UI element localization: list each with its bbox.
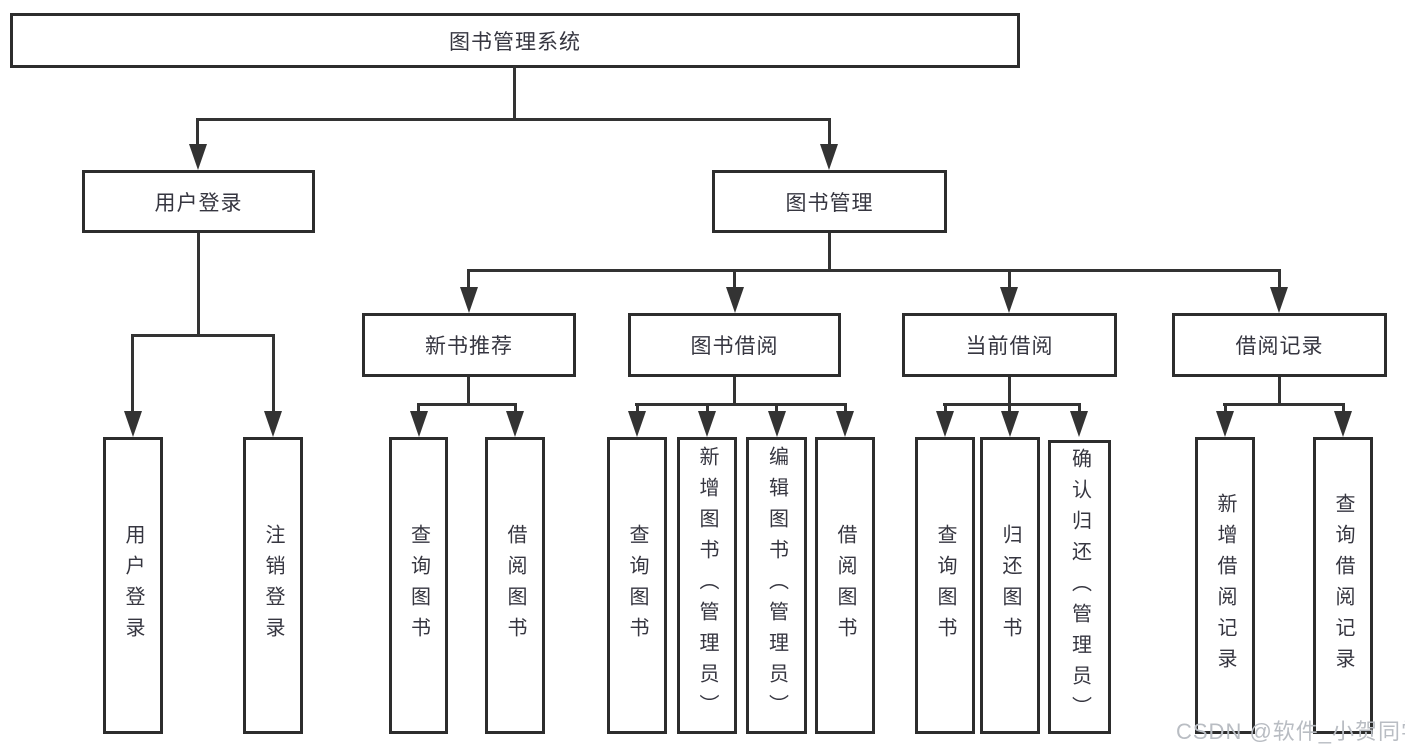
arrowhead-down-icon (124, 411, 142, 437)
arrowhead-down-icon (1000, 287, 1018, 313)
leaf-label: 查询借阅记录 (1332, 492, 1354, 679)
arrowhead-down-icon (698, 411, 716, 437)
leaf-borrow-books: 借阅图书 (815, 437, 875, 734)
arrowhead-down-icon (506, 411, 524, 437)
arrowhead-down-icon (1334, 411, 1352, 437)
leaf-label: 归还图书 (999, 523, 1021, 648)
leaf-label: 查询图书 (626, 523, 648, 648)
arrowhead-down-icon (1270, 287, 1288, 313)
connector-rail (635, 403, 847, 406)
leaf-label: 编辑图书（管理员） (765, 446, 788, 725)
leaf-add-borrow-record: 新增借阅记录 (1195, 437, 1255, 734)
connector-drop (636, 403, 639, 415)
connector-stem (1278, 377, 1281, 406)
leaf-confirm-return-admin: 确认归还（管理员） (1048, 440, 1111, 734)
arrowhead-down-icon (410, 411, 428, 437)
leaf-query-books: 查询图书 (915, 437, 975, 734)
connector-book-management-rail (467, 269, 1280, 272)
arrowhead-down-icon (768, 411, 786, 437)
node-user-login: 用户登录 (82, 170, 315, 233)
connector-rail (943, 403, 1081, 406)
connector-drop (1078, 403, 1081, 415)
leaf-add-books-admin: 新增图书（管理员） (677, 437, 737, 734)
arrowhead-down-icon (820, 144, 838, 170)
node-label: 用户登录 (154, 191, 243, 215)
leaf-label: 新增借阅记录 (1214, 492, 1236, 679)
node-book-borrowing: 图书借阅 (628, 313, 841, 377)
arrowhead-down-icon (460, 287, 478, 313)
connector-drop (775, 403, 778, 415)
arrowhead-down-icon (836, 411, 854, 437)
connector-user-login-stem (197, 233, 200, 337)
arrowhead-down-icon (264, 411, 282, 437)
node-label: 借阅记录 (1235, 335, 1324, 358)
leaf-query-books: 查询图书 (389, 437, 448, 734)
connector-drop (1278, 269, 1281, 291)
leaf-label: 用户登录 (122, 523, 144, 648)
connector-drop (417, 403, 420, 415)
node-label: 图书管理 (785, 191, 874, 215)
connector-stem (467, 377, 470, 406)
leaf-label: 查询图书 (934, 523, 956, 648)
node-label: 新书推荐 (425, 335, 513, 358)
connector-drop (514, 403, 517, 415)
connector-drop (733, 269, 736, 291)
node-new-book-recommendation: 新书推荐 (362, 313, 576, 377)
connector-drop (1342, 403, 1345, 415)
connector-stem (1008, 377, 1011, 406)
leaf-edit-books-admin: 编辑图书（管理员） (746, 437, 807, 734)
node-library-management-system: 图书管理系统 (10, 13, 1020, 68)
connector-drop (706, 403, 709, 415)
csdn-watermark: CSDN @软件_小贺同学 (1176, 719, 1405, 744)
arrowhead-down-icon (726, 287, 744, 313)
node-borrowing-records: 借阅记录 (1172, 313, 1387, 377)
connector-drop (1008, 269, 1011, 291)
arrowhead-down-icon (628, 411, 646, 437)
connector-user-login-drop (196, 118, 199, 148)
leaf-label: 注销登录 (262, 523, 284, 648)
connector-drop (944, 403, 947, 415)
arrowhead-down-icon (1070, 411, 1088, 437)
leaf-label: 借阅图书 (504, 523, 526, 648)
node-book-management: 图书管理 (712, 170, 947, 233)
leaf-label: 查询图书 (407, 523, 430, 648)
connector-drop (131, 334, 134, 414)
node-label: 图书借阅 (690, 335, 779, 358)
node-current-borrowing: 当前借阅 (902, 313, 1117, 377)
connector-root-rail (196, 118, 831, 121)
connector-rail (417, 403, 517, 406)
leaf-label: 新增图书（管理员） (696, 446, 718, 725)
connector-book-management-stem (828, 233, 831, 272)
leaf-query-books: 查询图书 (607, 437, 667, 734)
leaf-borrow-books: 借阅图书 (485, 437, 545, 734)
leaf-logout: 注销登录 (243, 437, 303, 734)
connector-user-login-rail (131, 334, 275, 337)
arrowhead-down-icon (936, 411, 954, 437)
connector-drop (272, 334, 275, 414)
node-label: 当前借阅 (965, 335, 1054, 358)
connector-rail (1223, 403, 1345, 406)
arrowhead-down-icon (1216, 411, 1234, 437)
connector-drop (1008, 403, 1011, 415)
arrowhead-down-icon (189, 144, 207, 170)
node-label: 图书管理系统 (449, 30, 581, 54)
leaf-label: 确认归还（管理员） (1068, 447, 1091, 727)
connector-drop (467, 269, 470, 291)
leaf-label: 借阅图书 (834, 523, 856, 648)
connector-drop (844, 403, 847, 415)
connector-root-stem (513, 66, 516, 120)
connector-book-management-drop (828, 118, 831, 148)
leaf-return-books: 归还图书 (980, 437, 1040, 734)
leaf-user-login: 用户登录 (103, 437, 163, 734)
connector-drop (1224, 403, 1227, 415)
arrowhead-down-icon (1001, 411, 1019, 437)
leaf-query-borrow-record: 查询借阅记录 (1313, 437, 1373, 734)
connector-stem (733, 377, 736, 406)
